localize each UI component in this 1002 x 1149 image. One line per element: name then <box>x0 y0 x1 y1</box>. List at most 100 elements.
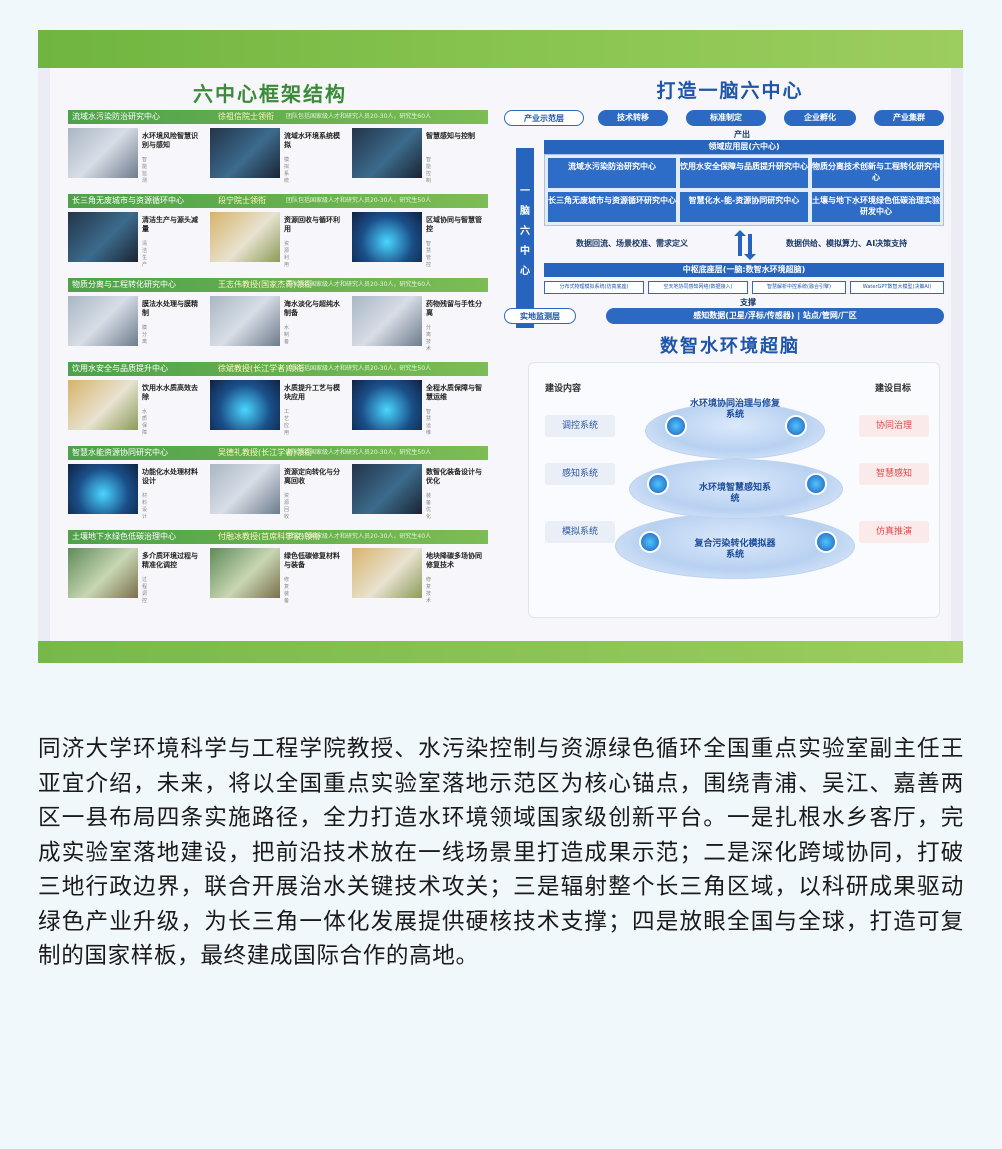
center-row: 饮用水安全与品质提升中心徐斌教授(长江学者)领衔团队包括国家级人才和研究人员20… <box>68 362 488 436</box>
pill-standards: 标准制定 <box>686 110 766 126</box>
research-photo <box>352 128 422 178</box>
node-icon <box>647 473 669 495</box>
research-sublabel: 装备优化 <box>426 493 432 520</box>
center-row: 长三角无废城市与资源循环中心段宁院士领衔团队包括国家级人才和研究人员20-30人… <box>68 194 488 268</box>
research-photo <box>68 464 138 514</box>
brain-panel: 建设内容 调控系统 感知系统 模拟系统 建设目标 协同治理 智慧感知 仿真推演 … <box>528 362 940 618</box>
research-photo <box>68 212 138 262</box>
center-meta: 团队包括国家级人才和研究人员20-30人，研究生50人 <box>286 365 432 372</box>
research-label: 全程水质保障与智慧运维 <box>426 384 482 401</box>
center-lead: 吴德礼教授(长江学者)领衔 <box>218 448 313 457</box>
research-sublabel: 智慧运维 <box>426 409 432 436</box>
research-label: 水环境风险智慧识别与感知 <box>142 132 198 149</box>
research-label: 绿色低碳修复材料与装备 <box>284 552 340 569</box>
vertical-char: 中 <box>520 246 530 257</box>
base-tile: 分布式物理模拟系统(仿真底座) <box>544 281 644 294</box>
research-sublabel: 模拟系统 <box>284 157 290 184</box>
pill-incubation: 企业孵化 <box>784 110 856 126</box>
research-label: 膜法水处理与膜精制 <box>142 300 198 317</box>
base-tile: 空天地协同感知网络(数据接入) <box>648 281 748 294</box>
center-name: 流域水污染防治研究中心 <box>72 112 160 121</box>
research-sublabel: 工艺应用 <box>284 409 290 436</box>
center-row: 智慧水能资源协同研究中心吴德礼教授(长江学者)领衔团队包括国家级人才和研究人员2… <box>68 446 488 520</box>
research-sublabel: 水质保障 <box>142 409 148 436</box>
research-photo <box>68 128 138 178</box>
right-panel-title: 打造一脑六中心 <box>656 80 804 102</box>
right-item: 协同治理 <box>859 415 929 437</box>
left-item: 调控系统 <box>545 415 615 437</box>
research-photo <box>352 212 422 262</box>
field-layer-pill: 实地监测层 <box>504 308 576 324</box>
center-name: 饮用水安全与品质提升中心 <box>72 364 168 373</box>
center-name: 物质分离与工程转化研究中心 <box>72 280 176 289</box>
poster-photo: 六中心框架结构 流域水污染防治研究中心徐祖信院士领衔团队包括国家级人才和研究人员… <box>38 30 963 663</box>
pill-tech-transfer: 技术转移 <box>598 110 668 126</box>
research-label: 药物残留与手性分离 <box>426 300 482 317</box>
research-label: 智慧感知与控制 <box>426 132 475 140</box>
research-sublabel: 过程调控 <box>142 577 148 604</box>
research-sublabel: 资源利用 <box>284 241 290 268</box>
research-label: 流域水环境系统模拟 <box>284 132 340 149</box>
research-sublabel: 材料设计 <box>142 493 148 520</box>
center-lead: 徐祖信院士领衔 <box>218 112 274 121</box>
vertical-char: 脑 <box>520 206 530 217</box>
support-label: 支撑 <box>740 298 756 307</box>
research-sublabel: 智能控制 <box>426 157 432 184</box>
center-name: 智慧水能资源协同研究中心 <box>72 448 168 457</box>
pill-industry-demo: 产业示范层 <box>504 110 584 126</box>
node-icon <box>805 473 827 495</box>
right-item: 仿真推演 <box>859 521 929 543</box>
center-name: 土壤地下水绿色低碳治理中心 <box>72 532 176 541</box>
green-footer-band <box>38 641 963 663</box>
center-row: 土壤地下水绿色低碳治理中心付融冰教授(首席科学家)领衔团队包括国家级人才和研究人… <box>68 530 488 604</box>
research-photo <box>352 296 422 346</box>
left-item: 模拟系统 <box>545 521 615 543</box>
poster-board: 六中心框架结构 流域水污染防治研究中心徐祖信院士领衔团队包括国家级人才和研究人员… <box>50 68 951 642</box>
base-tile: 智慧解析中控系统(融合引擎) <box>752 281 846 294</box>
vertical-char: 一 <box>520 186 530 197</box>
center-tile: 流域水污染防治研究中心 <box>548 158 676 188</box>
research-label: 清洁生产与源头减量 <box>142 216 198 233</box>
center-row: 流域水污染防治研究中心 徐祖信院士领衔 团队包括国家级人才和研究人员20-30人，研… <box>68 110 488 184</box>
right-head: 建设目标 <box>875 384 912 394</box>
research-sublabel: 水制备 <box>284 325 290 345</box>
research-sublabel: 资源回收 <box>284 493 290 520</box>
research-photo <box>210 212 280 262</box>
research-label: 资源定向转化与分离回收 <box>284 468 340 485</box>
center-tile: 智慧化水-能-资源协同研究中心 <box>680 192 808 222</box>
research-photo <box>210 296 280 346</box>
layer-label: 水环境智慧感知系统 <box>698 483 771 504</box>
center-lead: 付融冰教授(首席科学家)领衔 <box>218 532 321 541</box>
center-tile: 饮用水安全保障与品质提升研究中心 <box>680 158 808 188</box>
vertical-label: 一 脑 六 中 心 <box>516 148 534 328</box>
center-row: 物质分离与工程转化研究中心王志伟教授(国家杰青)领衔团队包括国家级人才和研究人员… <box>68 278 488 352</box>
research-label: 数智化装备设计与优化 <box>426 468 482 485</box>
research-photo <box>68 380 138 430</box>
research-photo <box>352 380 422 430</box>
center-meta: 团队包括国家级人才和研究人员20-30人，研究生60人 <box>286 113 432 120</box>
research-sublabel: 智慧管控 <box>426 241 432 268</box>
research-sublabel: 修复装备 <box>284 577 290 604</box>
base-tile: WaterGPT数智大模型(决策AI) <box>850 281 944 294</box>
research-sublabel: 分离技术 <box>426 325 432 352</box>
research-photo <box>68 548 138 598</box>
left-item: 感知系统 <box>545 463 615 485</box>
center-tile: 土壤与地下水环境绿色低碳治理实验研发中心 <box>812 192 940 222</box>
research-photo <box>210 380 280 430</box>
research-label: 资源回收与循环利用 <box>284 216 340 233</box>
center-row-header: 饮用水安全与品质提升中心徐斌教授(长江学者)领衔团队包括国家级人才和研究人员20… <box>68 362 488 376</box>
research-label: 水质提升工艺与模块应用 <box>284 384 340 401</box>
flow-right-label: 数据供给、模拟算力、AI决策支持 <box>786 239 908 248</box>
node-icon <box>785 415 807 437</box>
flow-arrows <box>730 230 760 260</box>
center-row-header: 物质分离与工程转化研究中心王志伟教授(国家杰青)领衔团队包括国家级人才和研究人员… <box>68 278 488 292</box>
layer-label: 复合污染转化模拟器系统 <box>694 539 776 560</box>
research-label: 功能化水处理材料设计 <box>142 468 198 485</box>
research-photo <box>210 548 280 598</box>
research-label: 地块降碳多场协同修复技术 <box>426 552 482 569</box>
research-sublabel: 智能监测 <box>142 157 148 184</box>
center-tile: 物质分离技术创新与工程转化研究中心 <box>812 158 940 188</box>
green-banner <box>38 30 963 68</box>
research-photo <box>352 464 422 514</box>
